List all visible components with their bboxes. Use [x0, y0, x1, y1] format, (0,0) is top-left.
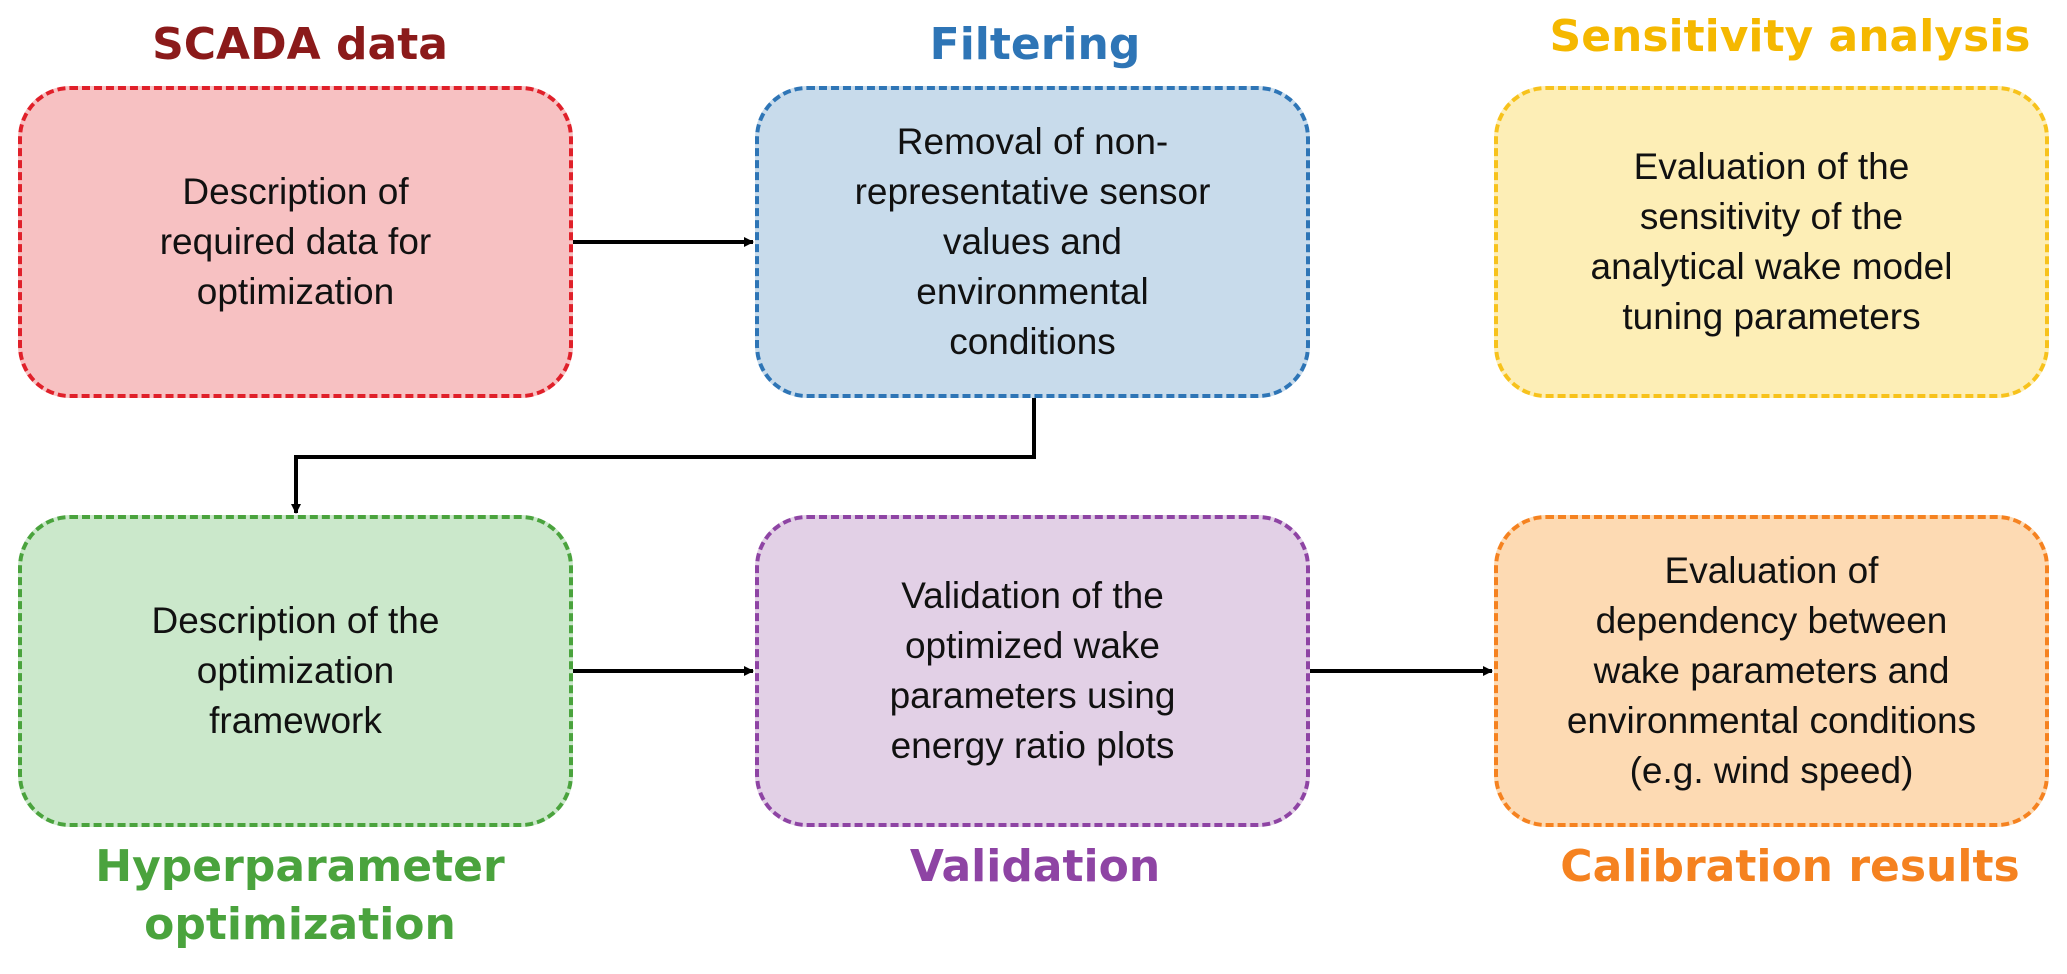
box-sensitivity-analysis: Evaluation of the sensitivity of the ana… — [1494, 86, 2049, 398]
heading-validation: Validation — [909, 841, 1161, 892]
box-validation-text: Validation of the optimized wake paramet… — [889, 575, 1176, 766]
heading-hyperparameter-optimization: Hyperparameter optimization — [95, 841, 505, 950]
box-hyperparameter-optimization: Description of the optimization framewor… — [18, 515, 573, 827]
box-filtering: Removal of non- representative sensor va… — [755, 86, 1310, 398]
heading-calibration-results: Calibration results — [1560, 841, 2020, 892]
box-calibration-results-text: Evaluation of dependency between wake pa… — [1566, 550, 1977, 791]
box-scada-data: Description of required data for optimiz… — [18, 86, 573, 398]
box-hyperparameter-optimization-text: Description of the optimization framewor… — [151, 600, 440, 741]
box-calibration-results: Evaluation of dependency between wake pa… — [1494, 515, 2049, 827]
heading-filtering: Filtering — [929, 19, 1141, 70]
box-filtering-text: Removal of non- representative sensor va… — [854, 121, 1211, 362]
arrow-filtering-to-hyperparameter — [291, 398, 1036, 514]
box-sensitivity-analysis-text: Evaluation of the sensitivity of the ana… — [1590, 146, 1953, 337]
box-validation: Validation of the optimized wake paramet… — [755, 515, 1310, 827]
box-scada-data-text: Description of required data for optimiz… — [159, 171, 432, 312]
heading-scada-data: SCADA data — [152, 19, 448, 70]
heading-sensitivity-analysis: Sensitivity analysis — [1549, 11, 2031, 62]
